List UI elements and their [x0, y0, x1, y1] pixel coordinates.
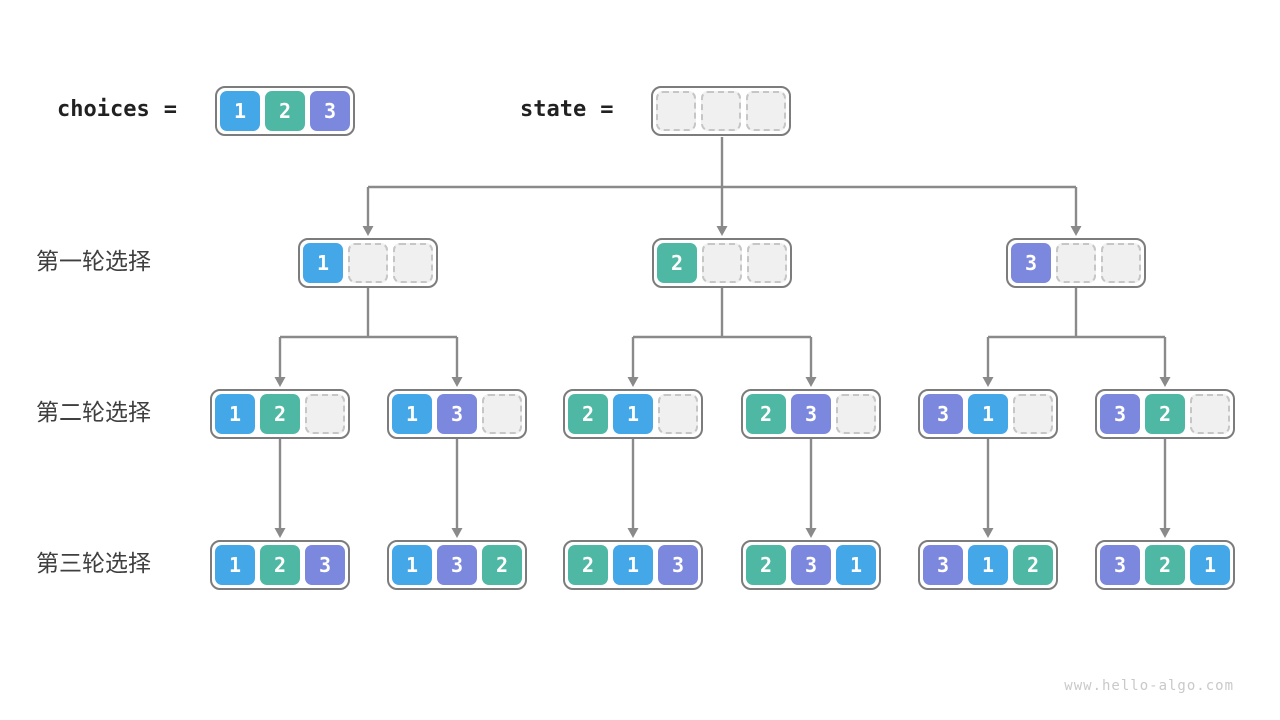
- empty-cell: [747, 243, 787, 283]
- empty-cell: [1056, 243, 1096, 283]
- value-cell: 1: [392, 545, 432, 585]
- value-cell: 1: [215, 394, 255, 434]
- empty-cell: [836, 394, 876, 434]
- value-cell: 2: [568, 394, 608, 434]
- watermark: www.hello-algo.com: [1064, 678, 1234, 694]
- round-3-label: 第三轮选择: [36, 551, 151, 577]
- choices-text: choices: [57, 97, 150, 122]
- state-label: state =: [520, 97, 613, 122]
- empty-cell: [305, 394, 345, 434]
- round-2-label: 第二轮选择: [36, 400, 151, 426]
- empty-cell: [656, 91, 696, 131]
- value-cell: 3: [658, 545, 698, 585]
- state-box-round1-3: 3: [1006, 238, 1146, 288]
- value-cell: 1: [392, 394, 432, 434]
- value-cell: 1: [968, 545, 1008, 585]
- value-cell: 3: [1100, 394, 1140, 434]
- value-cell: 3: [791, 545, 831, 585]
- arrow-head: [805, 528, 817, 538]
- state-equals-sign: =: [600, 97, 614, 122]
- value-cell: 1: [613, 394, 653, 434]
- empty-cell: [348, 243, 388, 283]
- arrow-head: [716, 226, 728, 236]
- value-cell: 3: [923, 394, 963, 434]
- arrow-head: [982, 377, 994, 387]
- arrow-head: [451, 377, 463, 387]
- value-cell: 2: [265, 91, 305, 131]
- value-cell: 3: [1011, 243, 1051, 283]
- value-cell: 3: [305, 545, 345, 585]
- round-1-label: 第一轮选择: [36, 249, 151, 275]
- value-cell: 2: [260, 394, 300, 434]
- choices-equals-sign: =: [163, 97, 177, 122]
- value-cell: 2: [746, 394, 786, 434]
- arrow-head: [805, 377, 817, 387]
- arrow-head: [982, 528, 994, 538]
- state-box-root: [651, 86, 791, 136]
- empty-cell: [393, 243, 433, 283]
- empty-cell: [1190, 394, 1230, 434]
- value-cell: 3: [923, 545, 963, 585]
- value-cell: 2: [1013, 545, 1053, 585]
- value-cell: 2: [260, 545, 300, 585]
- arrow-head: [1159, 528, 1171, 538]
- value-cell: 1: [836, 545, 876, 585]
- arrow-head: [1070, 226, 1082, 236]
- value-cell: 3: [437, 394, 477, 434]
- arrow-head: [627, 528, 639, 538]
- value-cell: 2: [568, 545, 608, 585]
- empty-cell: [658, 394, 698, 434]
- value-cell: 2: [746, 545, 786, 585]
- choices-label: choices =: [57, 97, 177, 122]
- value-cell: 2: [1145, 545, 1185, 585]
- empty-cell: [1101, 243, 1141, 283]
- value-cell: 3: [310, 91, 350, 131]
- state-box-round1-1: 1: [298, 238, 438, 288]
- value-cell: 3: [437, 545, 477, 585]
- value-cell: 1: [303, 243, 343, 283]
- value-cell: 1: [220, 91, 260, 131]
- value-cell: 1: [613, 545, 653, 585]
- value-cell: 3: [1100, 545, 1140, 585]
- value-cell: 2: [1145, 394, 1185, 434]
- arrow-head: [274, 528, 286, 538]
- state-box-round1-2: 2: [652, 238, 792, 288]
- arrow-head: [1159, 377, 1171, 387]
- empty-cell: [1013, 394, 1053, 434]
- arrow-head: [627, 377, 639, 387]
- arrow-head: [362, 226, 374, 236]
- empty-cell: [746, 91, 786, 131]
- arrow-head: [274, 377, 286, 387]
- value-cell: 1: [968, 394, 1008, 434]
- value-cell: 2: [657, 243, 697, 283]
- state-text: state: [520, 97, 587, 122]
- value-cell: 1: [215, 545, 255, 585]
- arrow-head: [451, 528, 463, 538]
- value-cell: 1: [1190, 545, 1230, 585]
- empty-cell: [702, 243, 742, 283]
- value-cell: 2: [482, 545, 522, 585]
- empty-cell: [482, 394, 522, 434]
- empty-cell: [701, 91, 741, 131]
- value-cell: 3: [791, 394, 831, 434]
